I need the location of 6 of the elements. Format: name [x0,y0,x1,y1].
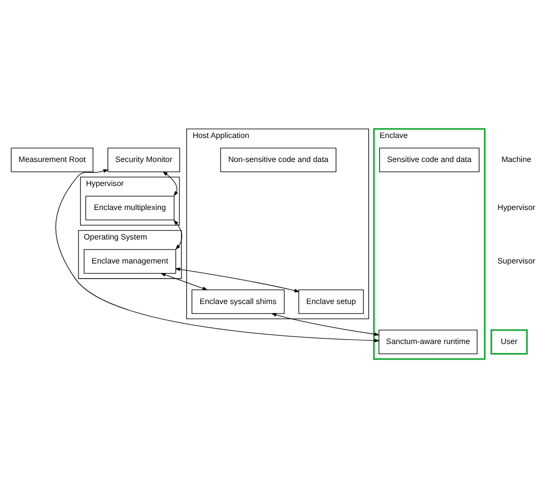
arrow [55,168,380,342]
arrow [173,219,182,250]
arrow [162,170,178,196]
arrow [160,272,208,290]
arrow [271,312,380,336]
arrow [174,266,300,292]
